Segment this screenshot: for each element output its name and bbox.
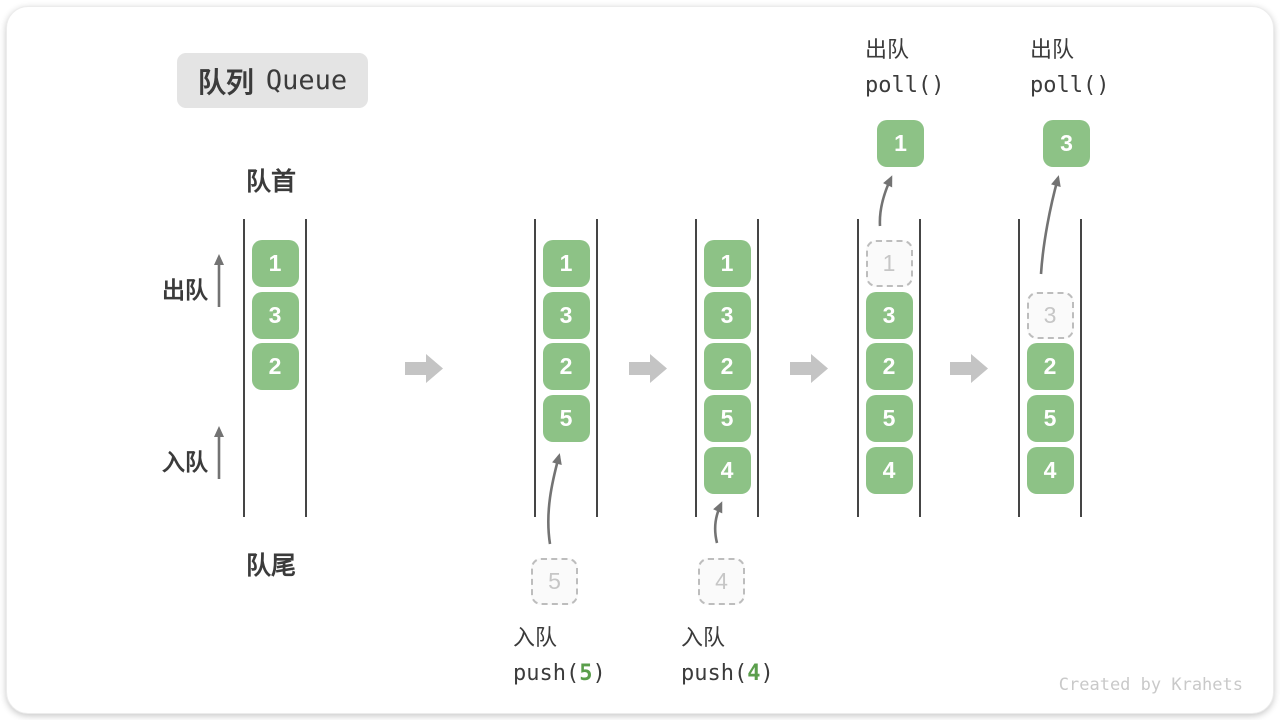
queue-item: 1 xyxy=(542,240,590,287)
transition-arrow-2 xyxy=(629,354,667,383)
queue-rear-label: 队尾 xyxy=(246,552,297,580)
queue-item: 2 xyxy=(703,343,751,390)
queue-item: 4 xyxy=(865,447,913,494)
queue-state-4: 1 3 2 5 4 xyxy=(857,219,921,517)
removed-item-ghost: 3 xyxy=(1026,292,1074,339)
queue-item: 5 xyxy=(1026,395,1074,442)
queue-item: 3 xyxy=(865,292,913,339)
push-caption-4: 入队 push(4) xyxy=(681,623,774,689)
queue-state-5: 3 2 5 4 xyxy=(1018,219,1082,517)
queue-state-1: 1 3 2 xyxy=(243,219,307,517)
diagram-canvas: 队列 Queue 队首 队尾 出队 入队 1 3 2 1 3 2 5 xyxy=(6,6,1274,714)
transition-arrow-4 xyxy=(950,354,988,383)
queue-item: 2 xyxy=(542,343,590,390)
incoming-item: 5 xyxy=(531,558,578,605)
push-caption-title: 入队 xyxy=(513,625,558,650)
push-arg: 5 xyxy=(579,661,593,686)
queue-item: 2 xyxy=(251,343,299,390)
poll-caption-1: 出队 poll() xyxy=(865,35,944,101)
transition-arrow-3 xyxy=(790,354,828,383)
poll-caption-code: poll() xyxy=(1030,73,1110,98)
queue-item: 5 xyxy=(703,395,751,442)
queue-item: 3 xyxy=(542,292,590,339)
dequeued-item: 1 xyxy=(877,120,924,167)
removed-item-ghost: 1 xyxy=(865,240,913,287)
incoming-item: 4 xyxy=(698,558,745,605)
queue-item: 4 xyxy=(1026,447,1074,494)
queue-item: 5 xyxy=(865,395,913,442)
queue-item: 5 xyxy=(542,395,590,442)
queue-item: 1 xyxy=(703,240,751,287)
queue-state-3: 1 3 2 5 4 xyxy=(695,219,759,517)
queue-item: 4 xyxy=(703,447,751,494)
queue-item: 2 xyxy=(1026,343,1074,390)
poll-caption-code: poll() xyxy=(865,73,945,98)
push-caption-code: push(5) xyxy=(513,661,606,686)
queue-state-2: 1 3 2 5 xyxy=(534,219,598,517)
enqueue-side-label: 入队 xyxy=(162,449,208,475)
title-badge: 队列 Queue xyxy=(177,53,368,108)
queue-item: 1 xyxy=(251,240,299,287)
watermark: Created by Krahets xyxy=(1058,675,1243,695)
queue-item: 2 xyxy=(865,343,913,390)
title-zh: 队列 xyxy=(197,66,254,98)
push-caption-code: push(4) xyxy=(681,661,774,686)
poll-caption-title: 出队 xyxy=(1030,37,1075,62)
dequeued-item: 3 xyxy=(1043,120,1090,167)
push-arg: 4 xyxy=(747,661,761,686)
title-en: Queue xyxy=(265,65,348,96)
queue-item: 3 xyxy=(703,292,751,339)
push-caption-title: 入队 xyxy=(681,625,726,650)
transition-arrow-1 xyxy=(405,354,443,383)
queue-item: 3 xyxy=(251,292,299,339)
poll-caption-2: 出队 poll() xyxy=(1030,35,1109,101)
push-caption-5: 入队 push(5) xyxy=(513,623,606,689)
dequeue-side-label: 出队 xyxy=(162,277,208,303)
poll-caption-title: 出队 xyxy=(865,37,910,62)
queue-front-label: 队首 xyxy=(246,168,297,196)
